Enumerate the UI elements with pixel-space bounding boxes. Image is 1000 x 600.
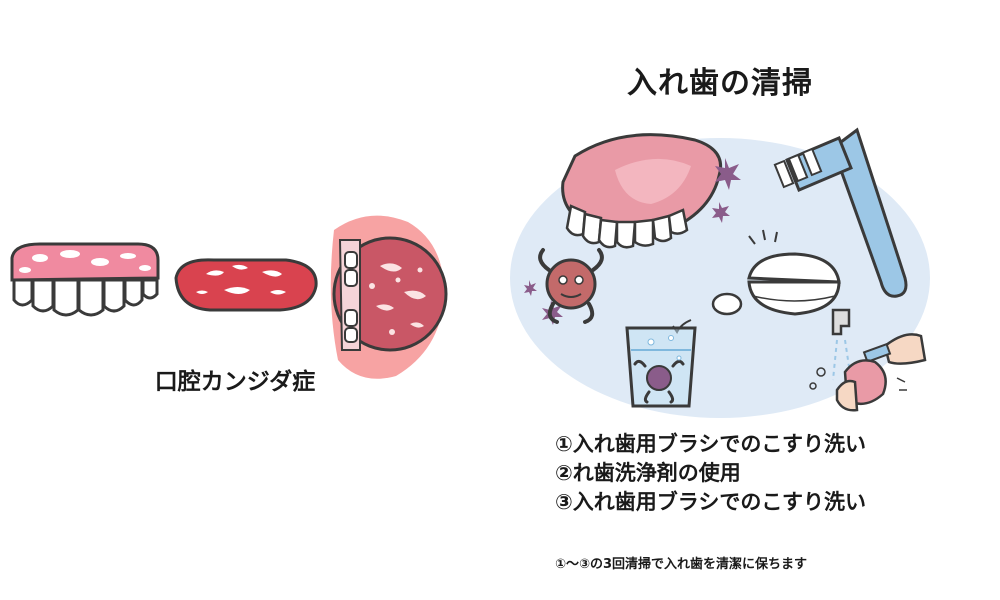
cleaning-tablet-illustration (711, 292, 743, 316)
mouth-interior-illustration (330, 215, 448, 379)
oral-candidiasis-label: 口腔カンジダ症 (154, 369, 316, 395)
cleaning-steps-list: ①入れ歯用ブラシでのこすり洗い ②れ歯洗浄剤の使用 ③入れ歯用ブラシでのこすり洗… (555, 430, 975, 517)
germ-illustration (538, 248, 604, 324)
tongue-with-fungus-illustration (174, 258, 318, 312)
sparkle-icons (524, 158, 741, 325)
page-title: 入れ歯の清掃 (627, 66, 813, 101)
oral-candidiasis-illustration (10, 215, 448, 379)
glass-with-cleaner-illustration (625, 326, 697, 408)
step-1: ①入れ歯用ブラシでのこすり洗い (555, 432, 866, 456)
step-3: ③入れ歯用ブラシでのこすり洗い (555, 490, 866, 514)
step-2: ②れ歯洗浄剤の使用 (555, 461, 741, 485)
footnote: ①〜③の3回清掃で入れ歯を清潔に保ちます (555, 557, 808, 572)
denture-brush-illustration (773, 127, 908, 298)
hand-brushing-illustration (809, 333, 927, 412)
upper-denture-illustration (561, 133, 722, 249)
upper-denture-with-fungus-illustration (10, 242, 160, 317)
denture-case-illustration (747, 229, 841, 316)
denture-cleaning-illustration (510, 127, 930, 418)
